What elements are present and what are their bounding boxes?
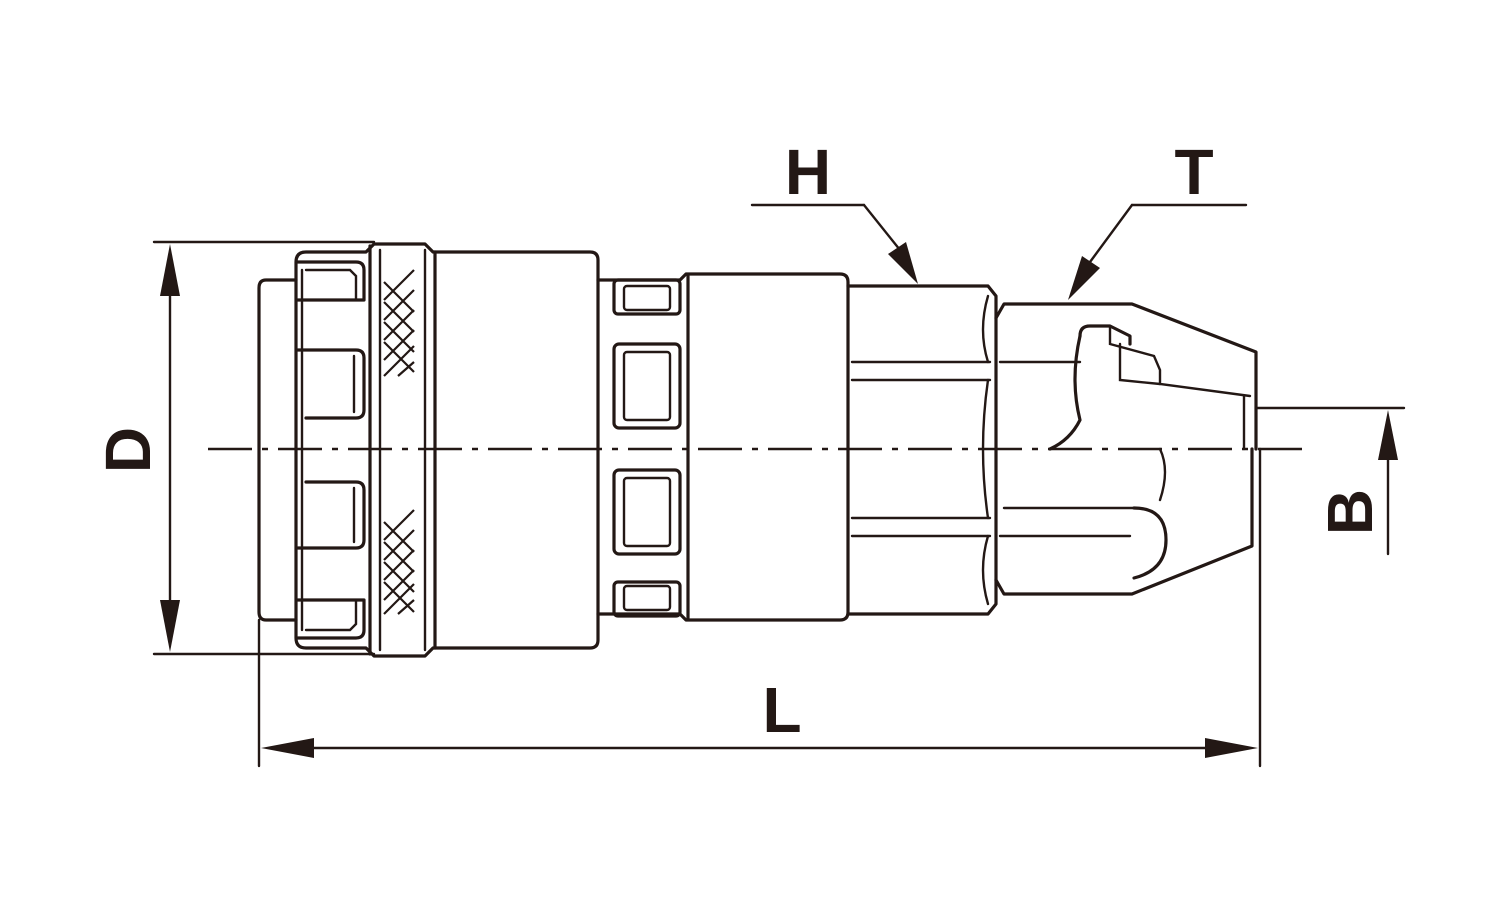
dimension-l: [257, 447, 1262, 768]
socket-body: [257, 242, 600, 658]
leader-label-t: T: [1174, 136, 1213, 208]
dimension-d: [152, 240, 376, 656]
leader-t: [1068, 203, 1248, 300]
dim-d-arrow-bottom: [160, 600, 180, 652]
knurl-pattern-bottom: [383, 509, 415, 615]
leader-t-arrow: [1068, 256, 1100, 300]
leader-h: [750, 203, 918, 284]
hose-nut: [994, 302, 1258, 596]
socket-mid-body: [596, 272, 850, 622]
dim-l-arrow-right: [1205, 738, 1258, 758]
leader-h-arrow: [888, 242, 918, 284]
dim-label-d: D: [92, 427, 164, 473]
dim-label-l: L: [762, 674, 801, 746]
knurl-pattern-top: [383, 269, 415, 377]
sleeve-slots: [296, 260, 366, 640]
dimension-b: [1254, 406, 1406, 556]
dim-l-arrow-left: [261, 738, 314, 758]
leader-label-h: H: [785, 136, 831, 208]
dim-label-b: B: [1314, 489, 1386, 535]
hex-nut: [846, 284, 998, 616]
dim-d-arrow-top: [160, 244, 180, 296]
dim-b-arrow: [1378, 410, 1398, 460]
